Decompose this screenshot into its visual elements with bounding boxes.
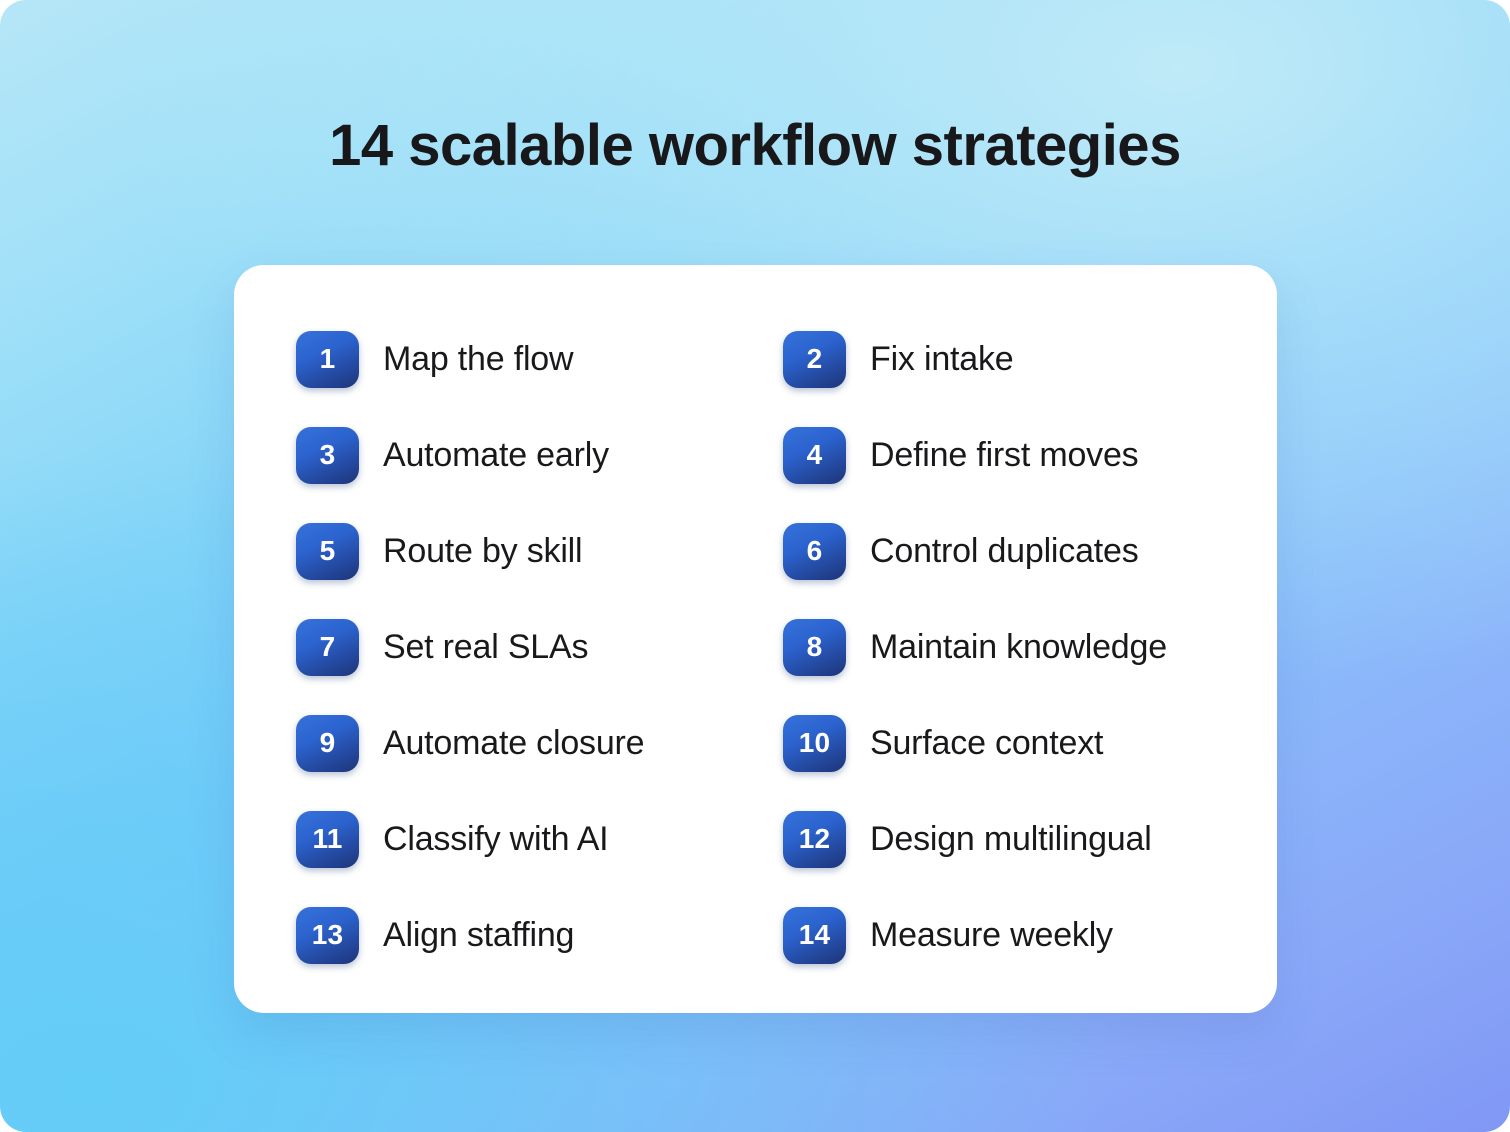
page-title: 14 scalable workflow strategies xyxy=(329,113,1181,178)
list-item: 13 Align staffing xyxy=(296,901,783,969)
item-label: Define first moves xyxy=(870,435,1139,474)
list-item: 9 Automate closure xyxy=(296,709,783,777)
item-label: Automate early xyxy=(383,435,609,474)
list-item: 14 Measure weekly xyxy=(783,901,1215,969)
list-item: 3 Automate early xyxy=(296,421,783,489)
list-item: 2 Fix intake xyxy=(783,325,1215,393)
list-item: 12 Design multilingual xyxy=(783,805,1215,873)
item-number-badge: 7 xyxy=(296,618,359,676)
item-number-badge: 2 xyxy=(783,330,846,388)
item-label: Route by skill xyxy=(383,531,583,570)
item-label: Control duplicates xyxy=(870,531,1139,570)
item-label: Design multilingual xyxy=(870,819,1152,858)
item-number-badge: 13 xyxy=(296,906,359,964)
item-label: Surface context xyxy=(870,723,1104,762)
item-number-badge: 8 xyxy=(783,618,846,676)
list-item: 8 Maintain knowledge xyxy=(783,613,1215,681)
item-number-badge: 14 xyxy=(783,906,846,964)
item-label: Measure weekly xyxy=(870,915,1113,954)
item-number-badge: 10 xyxy=(783,714,846,772)
item-number-badge: 9 xyxy=(296,714,359,772)
item-number-badge: 3 xyxy=(296,426,359,484)
list-item: 11 Classify with AI xyxy=(296,805,783,873)
item-label: Align staffing xyxy=(383,915,575,954)
item-number-badge: 12 xyxy=(783,810,846,868)
item-label: Maintain knowledge xyxy=(870,627,1167,666)
strategy-card: 1 Map the flow 2 Fix intake 3 Automate early 4… xyxy=(234,265,1277,1013)
list-item: 6 Control duplicates xyxy=(783,517,1215,585)
item-label: Map the flow xyxy=(383,339,574,378)
list-item: 5 Route by skill xyxy=(296,517,783,585)
list-item: 7 Set real SLAs xyxy=(296,613,783,681)
item-label: Classify with AI xyxy=(383,819,609,858)
item-number-badge: 11 xyxy=(296,810,359,868)
item-label: Fix intake xyxy=(870,339,1014,378)
list-item: 1 Map the flow xyxy=(296,325,783,393)
strategy-list: 1 Map the flow 2 Fix intake 3 Automate early 4… xyxy=(296,325,1215,997)
item-number-badge: 1 xyxy=(296,330,359,388)
item-number-badge: 4 xyxy=(783,426,846,484)
list-item: 10 Surface context xyxy=(783,709,1215,777)
item-number-badge: 5 xyxy=(296,522,359,580)
item-label: Set real SLAs xyxy=(383,627,589,666)
item-number-badge: 6 xyxy=(783,522,846,580)
list-item: 4 Define first moves xyxy=(783,421,1215,489)
item-label: Automate closure xyxy=(383,723,645,762)
